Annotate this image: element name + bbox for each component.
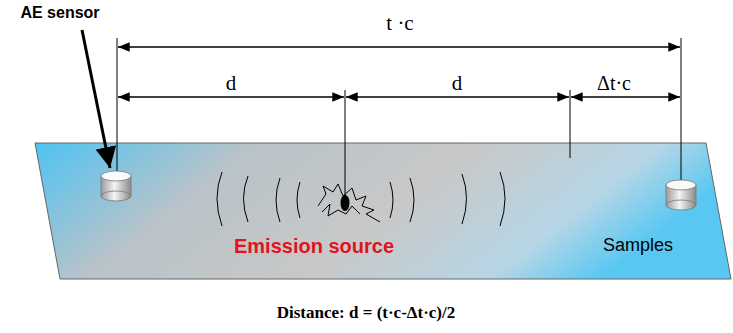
dimension-label: d xyxy=(452,72,463,95)
sample-label: Samples xyxy=(603,236,673,256)
caption-text: Distance: d = (t·c-Δt·c)/2 xyxy=(277,304,456,323)
dimension-label: d xyxy=(226,72,237,95)
source-label: Emission source xyxy=(234,235,394,257)
dimension-label: t ·c xyxy=(386,12,413,35)
callout-label: AE sensor xyxy=(20,4,99,22)
dimension-label: Δt·c xyxy=(597,72,631,94)
